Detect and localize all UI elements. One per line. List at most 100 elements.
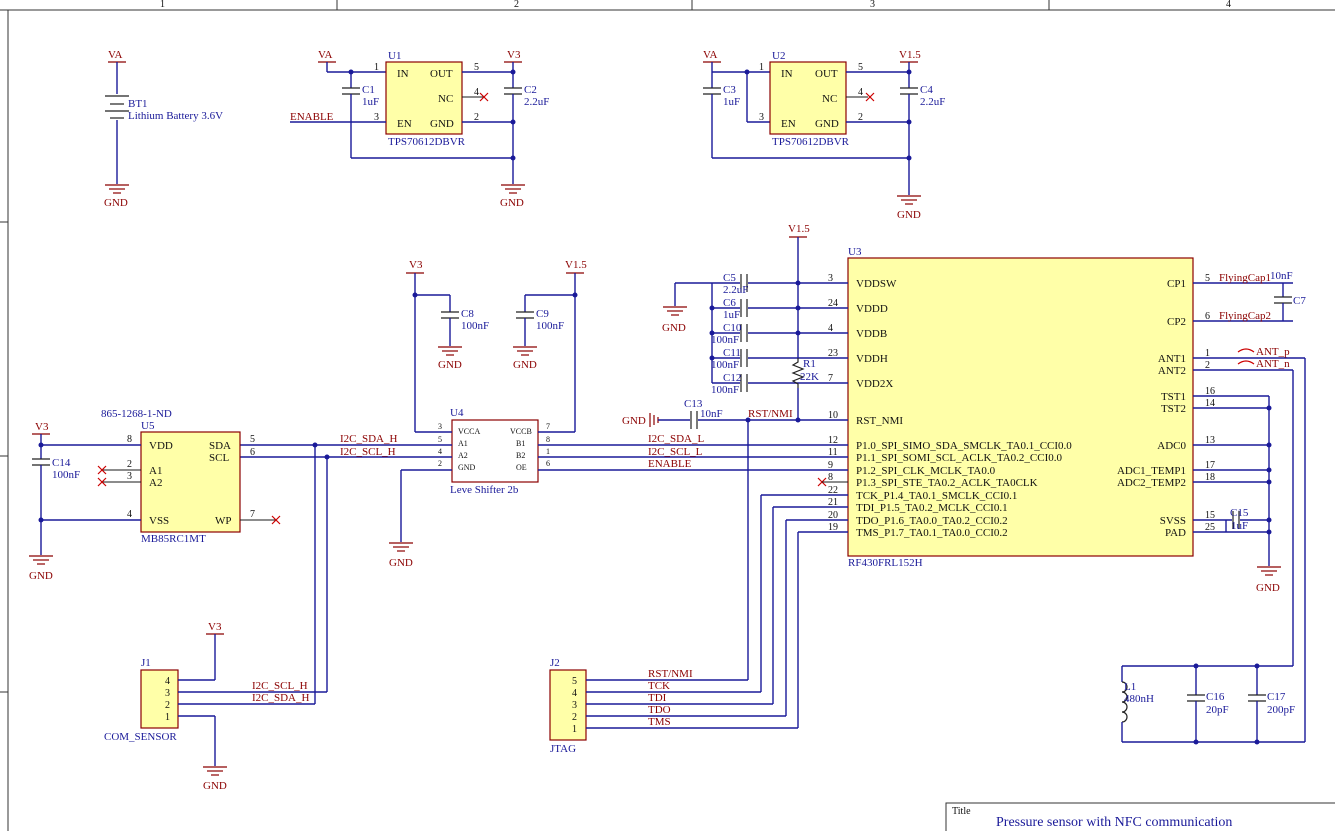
u5-ref: U5 xyxy=(141,420,155,432)
u5-supplier: 865-1268-1-ND xyxy=(101,408,172,420)
u5-pin-scl: SCL xyxy=(209,452,229,464)
c2-ref: C2 xyxy=(524,84,537,96)
pin-number: 2 xyxy=(165,700,170,711)
u2-pin-en: EN xyxy=(781,118,796,130)
j2-ref: J2 xyxy=(550,657,560,669)
enable-net-label: ENABLE xyxy=(648,458,692,470)
pin-number: 3 xyxy=(572,700,577,711)
c14-ref: C14 xyxy=(52,457,71,469)
sheet-column-number: 4 xyxy=(1226,0,1231,10)
pin-number: 4 xyxy=(165,676,170,687)
u5-part: MB85RC1MT xyxy=(141,533,206,545)
u5-pin-wp: WP xyxy=(215,515,232,527)
pin-number: 5 xyxy=(572,676,577,687)
c15-value: 1uF xyxy=(1231,520,1248,532)
pin-number: 22 xyxy=(828,485,838,496)
pin-number: 2 xyxy=(858,112,863,123)
u2-pin-in: IN xyxy=(781,68,793,80)
antenna-tank: L1 480nH C16 20pF C17 200pF xyxy=(1121,663,1305,745)
tms-net-label: TMS xyxy=(648,716,671,728)
u5-pin-vss: VSS xyxy=(149,515,169,527)
gnd-label: GND xyxy=(104,197,128,209)
pin-number: 2 xyxy=(127,459,132,470)
u2-ref: U2 xyxy=(772,50,785,62)
u2-part: TPS70612DBVR xyxy=(772,136,850,148)
pin-number: 1 xyxy=(374,62,379,73)
u4-pin-oe: OE xyxy=(516,463,527,472)
pin-number: 18 xyxy=(1205,472,1215,483)
title-value: Pressure sensor with NFC communication xyxy=(996,815,1232,830)
sheet-column-number: 2 xyxy=(514,0,519,10)
ground-symbol xyxy=(29,555,53,565)
pin-number: 3 xyxy=(165,688,170,699)
v3-label: V3 xyxy=(208,621,222,633)
ground-symbol xyxy=(105,184,129,194)
u3-pin-name: P1.3_SPI_STE_TA0.2_ACLK_TA0CLK xyxy=(856,477,1038,489)
pin-number: 9 xyxy=(828,460,833,471)
pin-number: 6 xyxy=(1205,311,1210,322)
pin-number: 1 xyxy=(1205,348,1210,359)
c11-value: 100nF xyxy=(711,359,739,371)
c4-ref: C4 xyxy=(920,84,933,96)
pin-number: 10 xyxy=(828,410,838,421)
pin-number: 20 xyxy=(828,510,838,521)
u3-pin-name: TDO_P1.6_TA0.0_TA0.2_CCI0.2 xyxy=(856,515,1008,527)
u3-pin-name: P1.2_SPI_CLK_MCLK_TA0.0 xyxy=(856,465,996,477)
c13-value: 10nF xyxy=(700,408,723,420)
rst-nmi-net-label: RST/NMI xyxy=(648,668,693,680)
gnd-label: GND xyxy=(29,570,53,582)
u4-ref: U4 xyxy=(450,407,464,419)
j2-body xyxy=(549,669,587,741)
flyingcap1-net-label: FlyingCap1 xyxy=(1219,272,1271,284)
l1-value: 480nH xyxy=(1124,693,1154,705)
u4-body xyxy=(451,419,539,483)
c11-ref: C11 xyxy=(723,347,741,359)
pin-number: 7 xyxy=(828,373,833,384)
c1-ref: C1 xyxy=(362,84,375,96)
pin-number: 6 xyxy=(250,447,255,458)
pin-number: 13 xyxy=(1205,435,1215,446)
c6-ref: C6 xyxy=(723,297,736,309)
u3-pin-name: ADC0 xyxy=(1157,440,1186,452)
tck-net-label: TCK xyxy=(648,680,670,692)
v3-label: V3 xyxy=(507,49,521,61)
pin-number: 2 xyxy=(1205,360,1210,371)
i2c-sda-h-net-label: I2C_SDA_H xyxy=(340,433,398,445)
u3-body xyxy=(847,257,1194,557)
pin-number: 21 xyxy=(828,497,838,508)
u5-pin-a2: A2 xyxy=(149,477,162,489)
enable-net-label: ENABLE xyxy=(290,111,334,123)
c12-ref: C12 xyxy=(723,372,741,384)
u4-part: Leve Shifter 2b xyxy=(450,484,519,496)
u4-pin-a1: A1 xyxy=(458,439,468,448)
va-label: VA xyxy=(318,49,333,61)
c9-value: 100nF xyxy=(536,320,564,332)
pin-number: 3 xyxy=(759,112,764,123)
r1-value: 22K xyxy=(800,371,819,383)
r1-ref: R1 xyxy=(803,358,816,370)
u3-pin-name: RST_NMI xyxy=(856,415,903,427)
bt1-value: Lithium Battery 3.6V xyxy=(128,110,223,122)
u4-pin-vcca: VCCA xyxy=(458,427,480,436)
gnd-label: GND xyxy=(1256,582,1280,594)
pin-number: 23 xyxy=(828,348,838,359)
pin-number: 4 xyxy=(572,688,577,699)
gnd-label: GND xyxy=(897,209,921,221)
j1-name: COM_SENSOR xyxy=(104,731,177,743)
u4-pin-gnd: GND xyxy=(458,463,476,472)
pin-number: 3 xyxy=(127,471,132,482)
pin-number: 1 xyxy=(572,724,577,735)
pin-number: 4 xyxy=(127,509,132,520)
c16-ref: C16 xyxy=(1206,691,1225,703)
tdo-net-label: TDO xyxy=(648,704,671,716)
ground-symbol xyxy=(501,184,525,194)
pin-number: 5 xyxy=(1205,273,1210,284)
gnd-label: GND xyxy=(203,780,227,792)
u2-pin-out: OUT xyxy=(815,68,838,80)
battery-bt1: VA BT1 Lithium Battery 3.6V GND xyxy=(104,49,223,209)
